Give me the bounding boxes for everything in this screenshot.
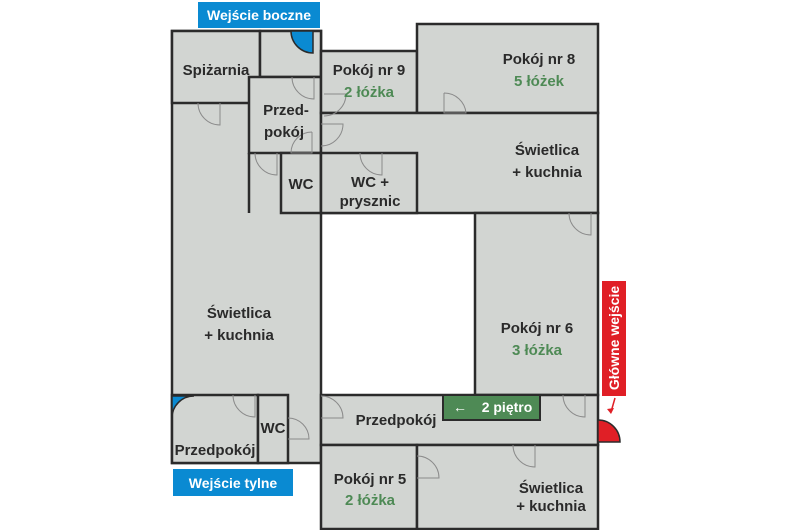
- room8-name: Pokój nr 8: [503, 51, 576, 68]
- room-wc-shower: [319, 151, 419, 215]
- room-9: [319, 49, 419, 115]
- wc-top-label: WC: [289, 176, 314, 193]
- common-top-label-2: + kuchnia: [512, 164, 582, 181]
- room8-beds: 5 łóżek: [514, 73, 565, 90]
- main-entrance-door-icon: [597, 419, 621, 443]
- common-left-label-2: + kuchnia: [204, 327, 274, 344]
- wc-shower-label-2: prysznic: [340, 193, 401, 210]
- room5-name: Pokój nr 5: [334, 471, 407, 488]
- wc-bottom-label: WC: [261, 420, 286, 437]
- room-8: [415, 22, 600, 115]
- pantry-label: Spiżarnia: [183, 62, 250, 79]
- main-entrance-tag: [602, 281, 626, 396]
- common-left-label-1: Świetlica: [207, 304, 272, 322]
- room-common-bottom: [415, 443, 600, 530]
- room5-beds: 2 łóżka: [345, 492, 396, 509]
- common-bottom-label-2: + kuchnia: [516, 498, 586, 515]
- hall-bottom-left-label: Przedpokój: [175, 442, 256, 459]
- arrow-left-icon: ←: [453, 399, 467, 415]
- back-entrance-tag: [173, 469, 293, 496]
- wc-shower-label-1: WC +: [351, 174, 389, 191]
- side-entrance-tag: [198, 2, 320, 28]
- doors: [197, 76, 592, 479]
- back-entrance-label: Wejście tylne: [189, 475, 278, 491]
- common-bottom-label-1: Świetlica: [519, 479, 584, 497]
- room9-beds: 2 łóżka: [344, 84, 395, 101]
- room9-name: Pokój nr 9: [333, 62, 406, 79]
- hall-top-label-1: Przed-: [263, 102, 309, 119]
- common-top-label-1: Świetlica: [515, 141, 580, 159]
- stairs-label: 2 piętro: [482, 399, 533, 415]
- back-entrance-door-icon: [171, 395, 195, 419]
- stairs-tag: [442, 394, 541, 421]
- room-pantry: [170, 29, 262, 105]
- room6-beds: 3 łóżka: [512, 342, 563, 359]
- side-entrance-door-icon: [290, 30, 314, 54]
- hall-top-label-2: pokój: [264, 124, 304, 141]
- side-entrance-label: Wejście boczne: [207, 7, 311, 23]
- room6-name: Pokój nr 6: [501, 320, 574, 337]
- room-hall-bottom-left: [170, 393, 260, 465]
- room-wc-bottom: [256, 393, 290, 465]
- main-entrance-label: Główne wejście: [606, 286, 622, 390]
- room-6: [473, 211, 600, 397]
- hall-bottom-label: Przedpokój: [356, 412, 437, 429]
